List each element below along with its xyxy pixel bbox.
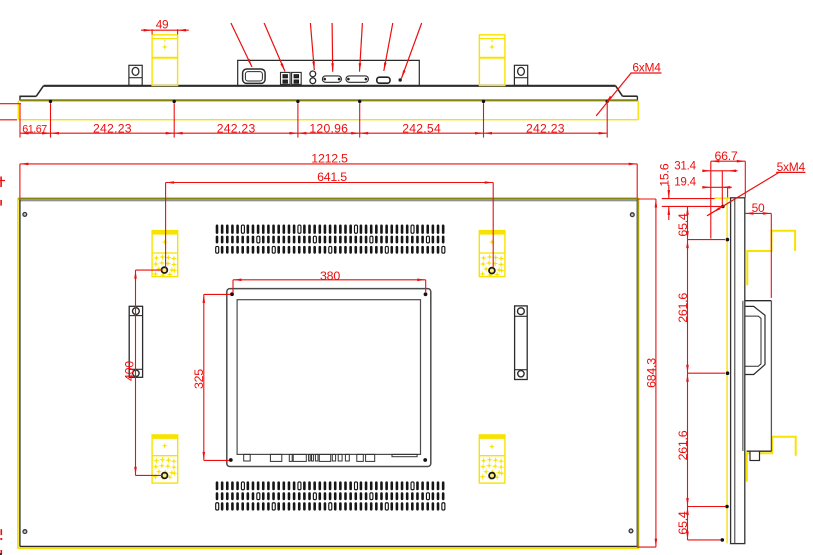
svg-text:242.23: 242.23: [217, 122, 256, 136]
svg-text:400: 400: [122, 361, 136, 381]
svg-text:242.23: 242.23: [526, 122, 565, 136]
svg-text:1212.5: 1212.5: [311, 151, 348, 165]
svg-text:50: 50: [752, 201, 765, 215]
svg-text:242.23: 242.23: [93, 122, 132, 136]
svg-text:120.96: 120.96: [309, 122, 348, 136]
svg-text:61.67: 61.67: [22, 123, 47, 135]
svg-text:49: 49: [156, 17, 169, 31]
svg-text:66.7: 66.7: [714, 149, 737, 163]
svg-text:261.6: 261.6: [676, 430, 690, 460]
svg-text:325: 325: [192, 369, 206, 389]
svg-text:65.4: 65.4: [676, 511, 690, 534]
svg-text:31.4: 31.4: [674, 159, 696, 172]
svg-text:19.4: 19.4: [674, 175, 696, 188]
svg-text:684.3: 684.3: [645, 358, 659, 388]
svg-text:5xM4: 5xM4: [777, 160, 806, 174]
svg-text:261.6: 261.6: [676, 293, 690, 323]
svg-text:6xM4: 6xM4: [632, 60, 661, 74]
svg-text:380: 380: [320, 269, 340, 283]
svg-text:242.54: 242.54: [402, 122, 441, 136]
svg-text:15.6: 15.6: [657, 163, 671, 186]
svg-text:641.5: 641.5: [317, 170, 347, 184]
svg-text:65.4: 65.4: [676, 213, 690, 236]
